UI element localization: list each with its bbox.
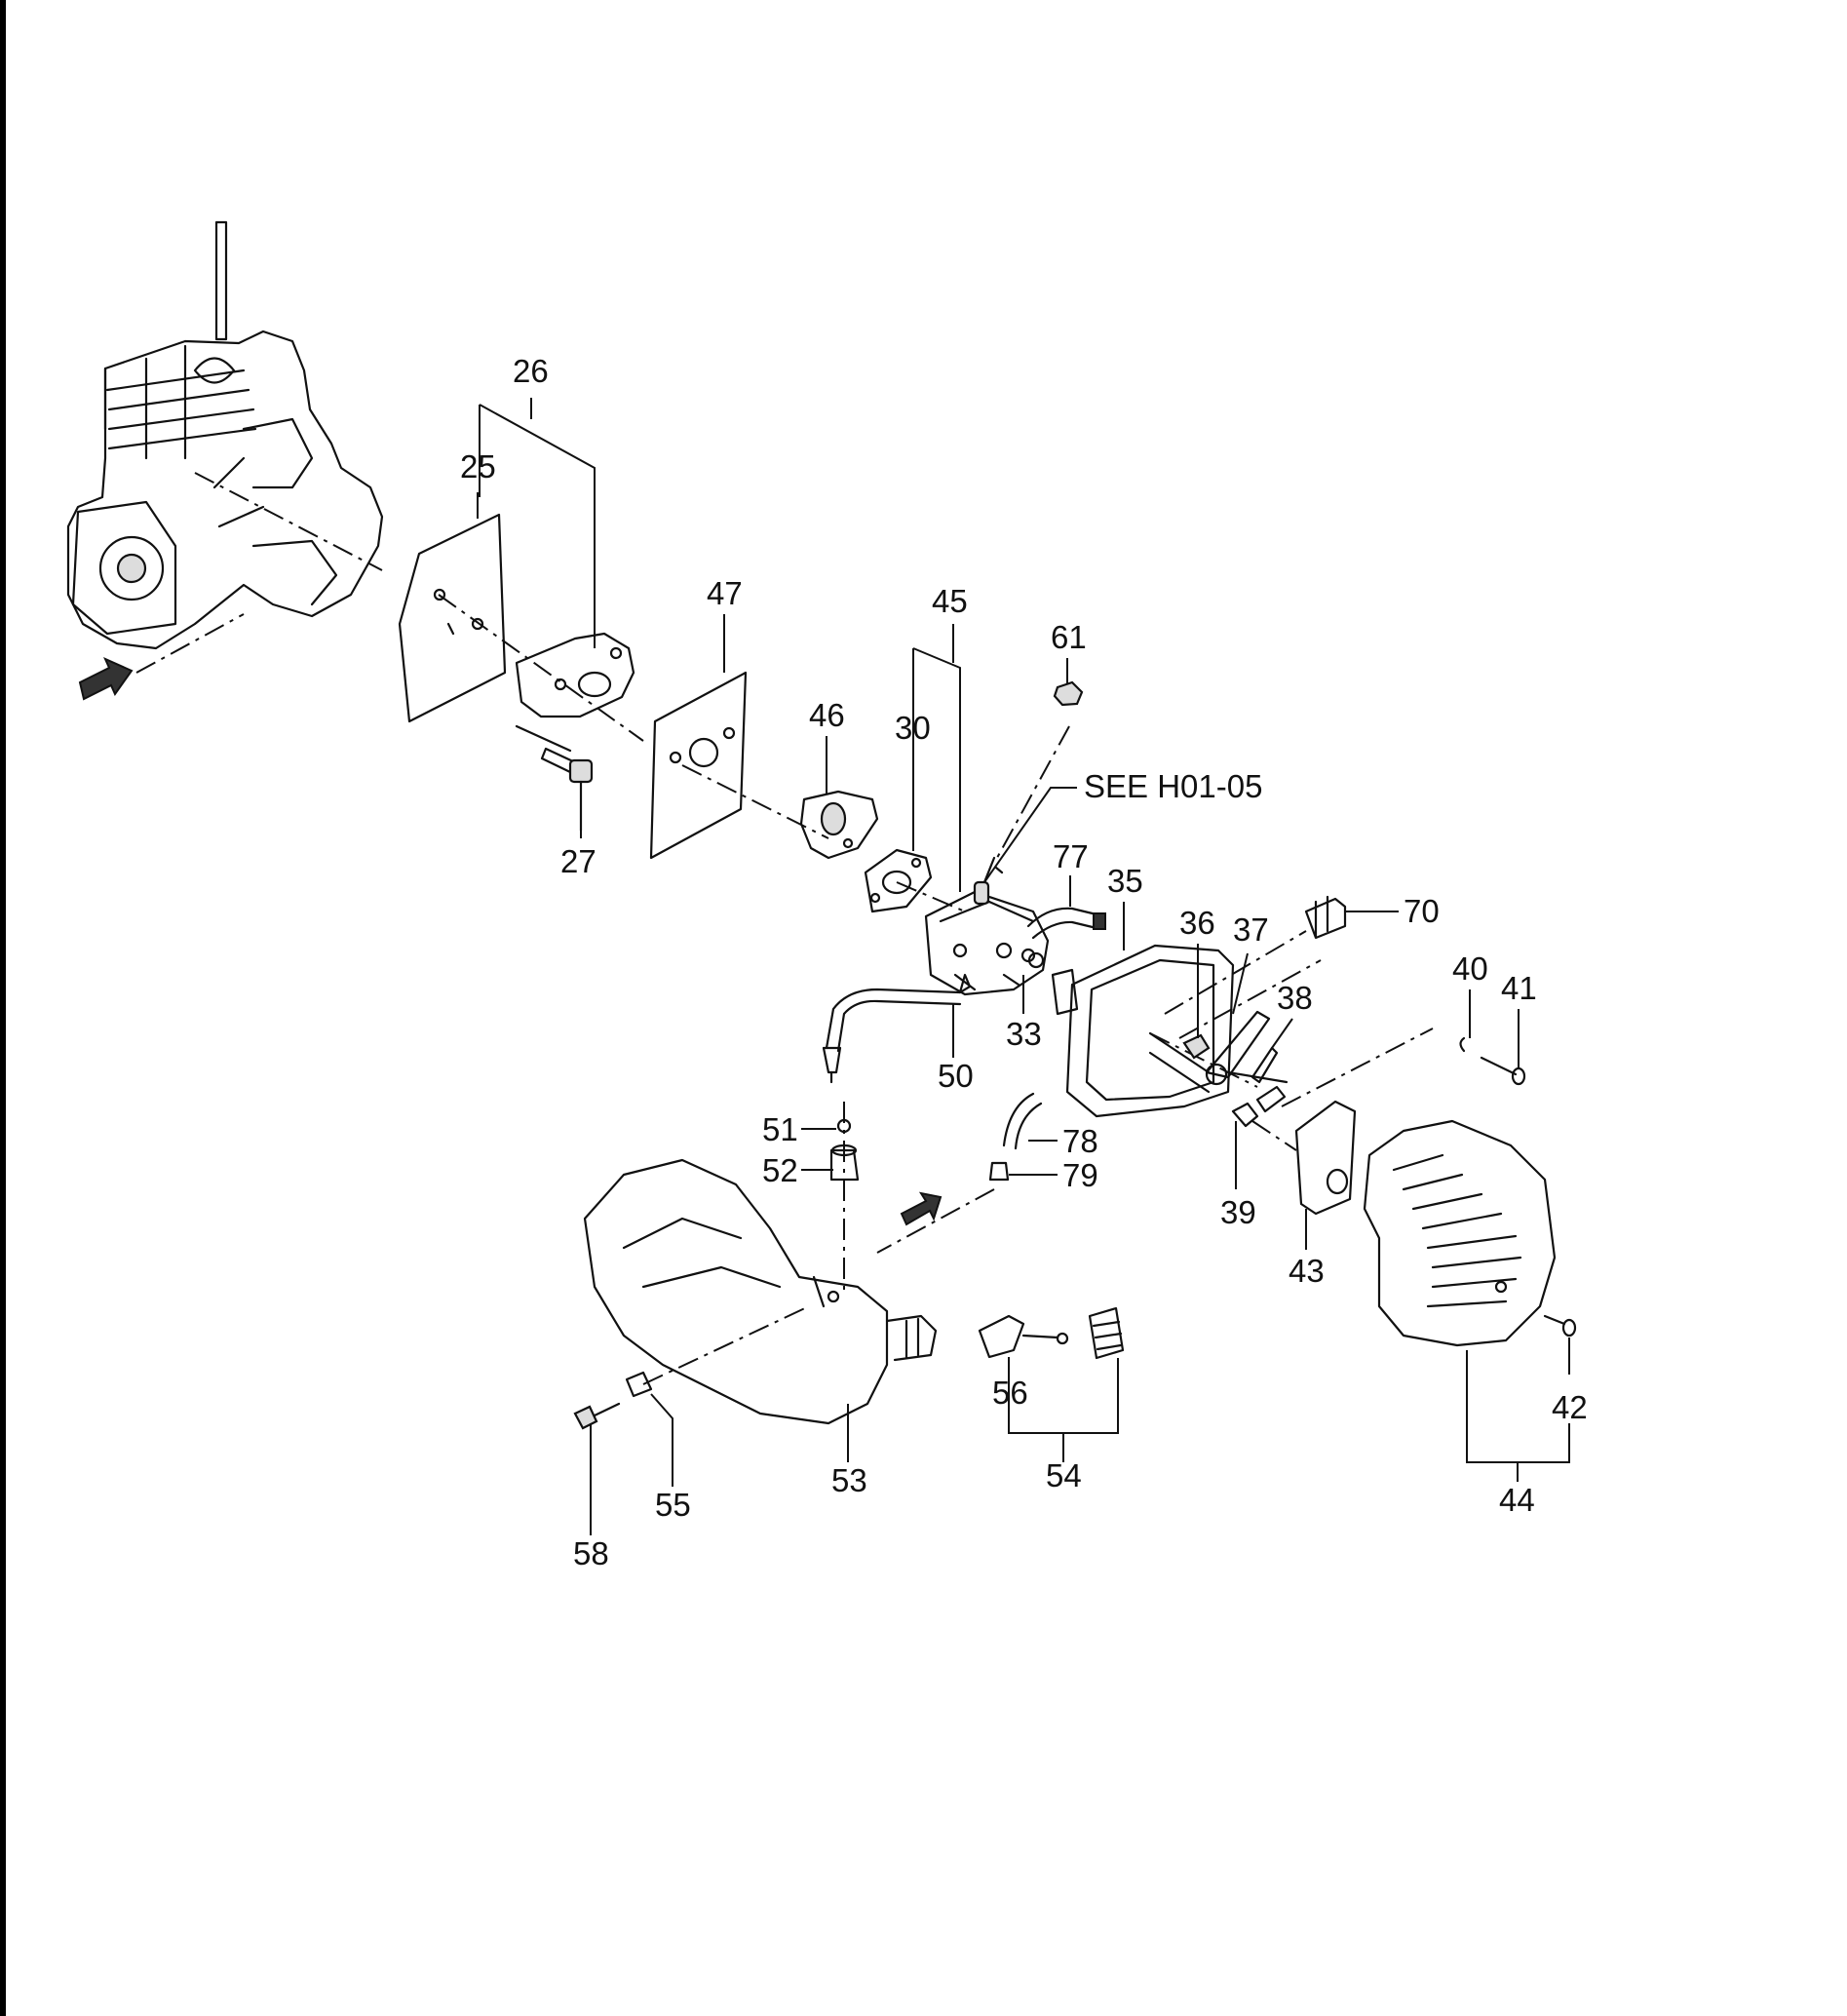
- screw-42: [1543, 1314, 1577, 1338]
- label-53: 53: [831, 1462, 867, 1498]
- bolt-58: [573, 1402, 621, 1430]
- label-61: 61: [1051, 619, 1087, 655]
- insulator-plate-25: [398, 513, 507, 723]
- clip-39: [1231, 1085, 1287, 1128]
- spring-38: [1251, 1046, 1279, 1084]
- label-41: 41: [1501, 970, 1537, 1006]
- label-50: 50: [938, 1058, 974, 1094]
- label-37: 37: [1233, 911, 1269, 948]
- cap-61: [996, 680, 1084, 859]
- air-cleaner-case-35: [1051, 944, 1258, 1118]
- washer-screw-40-41: [1281, 1027, 1526, 1107]
- label-54: 54: [1046, 1457, 1082, 1493]
- label-77: 77: [1053, 838, 1089, 874]
- label-33: 33: [1006, 1016, 1042, 1052]
- fuel-tank-53: [583, 1158, 938, 1425]
- label-79: 79: [1062, 1157, 1098, 1193]
- engine-block: [66, 220, 384, 674]
- label-30: 30: [895, 710, 931, 746]
- label-26: 26: [513, 353, 549, 389]
- part-labels: 26 25 27 47 46 30 45 61 SEE H01-05 77 35…: [460, 353, 1588, 1571]
- label-51: 51: [762, 1111, 798, 1147]
- label-70: 70: [1404, 893, 1440, 929]
- collar-55: [625, 1305, 810, 1398]
- label-58: 58: [573, 1535, 609, 1571]
- label-42: 42: [1552, 1389, 1588, 1425]
- label-35: 35: [1107, 863, 1143, 899]
- label-78: 78: [1062, 1123, 1098, 1159]
- fuel-cap-assembly-54: [978, 1306, 1125, 1360]
- direction-arrow-left: [78, 657, 134, 701]
- label-55: 55: [655, 1487, 691, 1523]
- label-43: 43: [1289, 1253, 1325, 1289]
- gasket-30: [864, 848, 966, 913]
- label-56: 56: [992, 1375, 1028, 1411]
- hose-77: [1026, 907, 1106, 940]
- filter-element-43: [1251, 1100, 1357, 1216]
- knob-36: [1182, 1033, 1211, 1060]
- label-52: 52: [762, 1152, 798, 1188]
- label-39: 39: [1220, 1194, 1256, 1230]
- carburetor-45: [924, 856, 1050, 996]
- label-44: 44: [1499, 1482, 1535, 1518]
- label-40: 40: [1452, 950, 1488, 987]
- carb-adapter-46: [799, 790, 879, 860]
- intake-adapter-26: [438, 594, 644, 742]
- fuel-line-50: [822, 973, 972, 1084]
- label-46: 46: [809, 697, 845, 733]
- page-left-border: [0, 0, 6, 2016]
- grommet-79: [876, 1161, 1010, 1254]
- label-27: 27: [560, 843, 596, 879]
- oring-33: [1027, 951, 1045, 969]
- air-cleaner-cover-44: [1363, 1119, 1557, 1347]
- primer-70: [1164, 895, 1347, 1039]
- lever-37: [1205, 1010, 1289, 1086]
- hose-78: [1002, 1092, 1043, 1150]
- label-36: 36: [1179, 905, 1215, 941]
- leader-lines: [477, 398, 1570, 1535]
- label-38: 38: [1277, 980, 1313, 1016]
- label-47: 47: [707, 575, 743, 611]
- label-see-h01-05: SEE H01-05: [1084, 768, 1262, 804]
- gasket-47: [649, 671, 829, 860]
- fuel-filter-51-52: [829, 1102, 860, 1297]
- direction-arrow-middle: [900, 1191, 943, 1226]
- label-25: 25: [460, 448, 496, 485]
- label-45: 45: [932, 583, 968, 619]
